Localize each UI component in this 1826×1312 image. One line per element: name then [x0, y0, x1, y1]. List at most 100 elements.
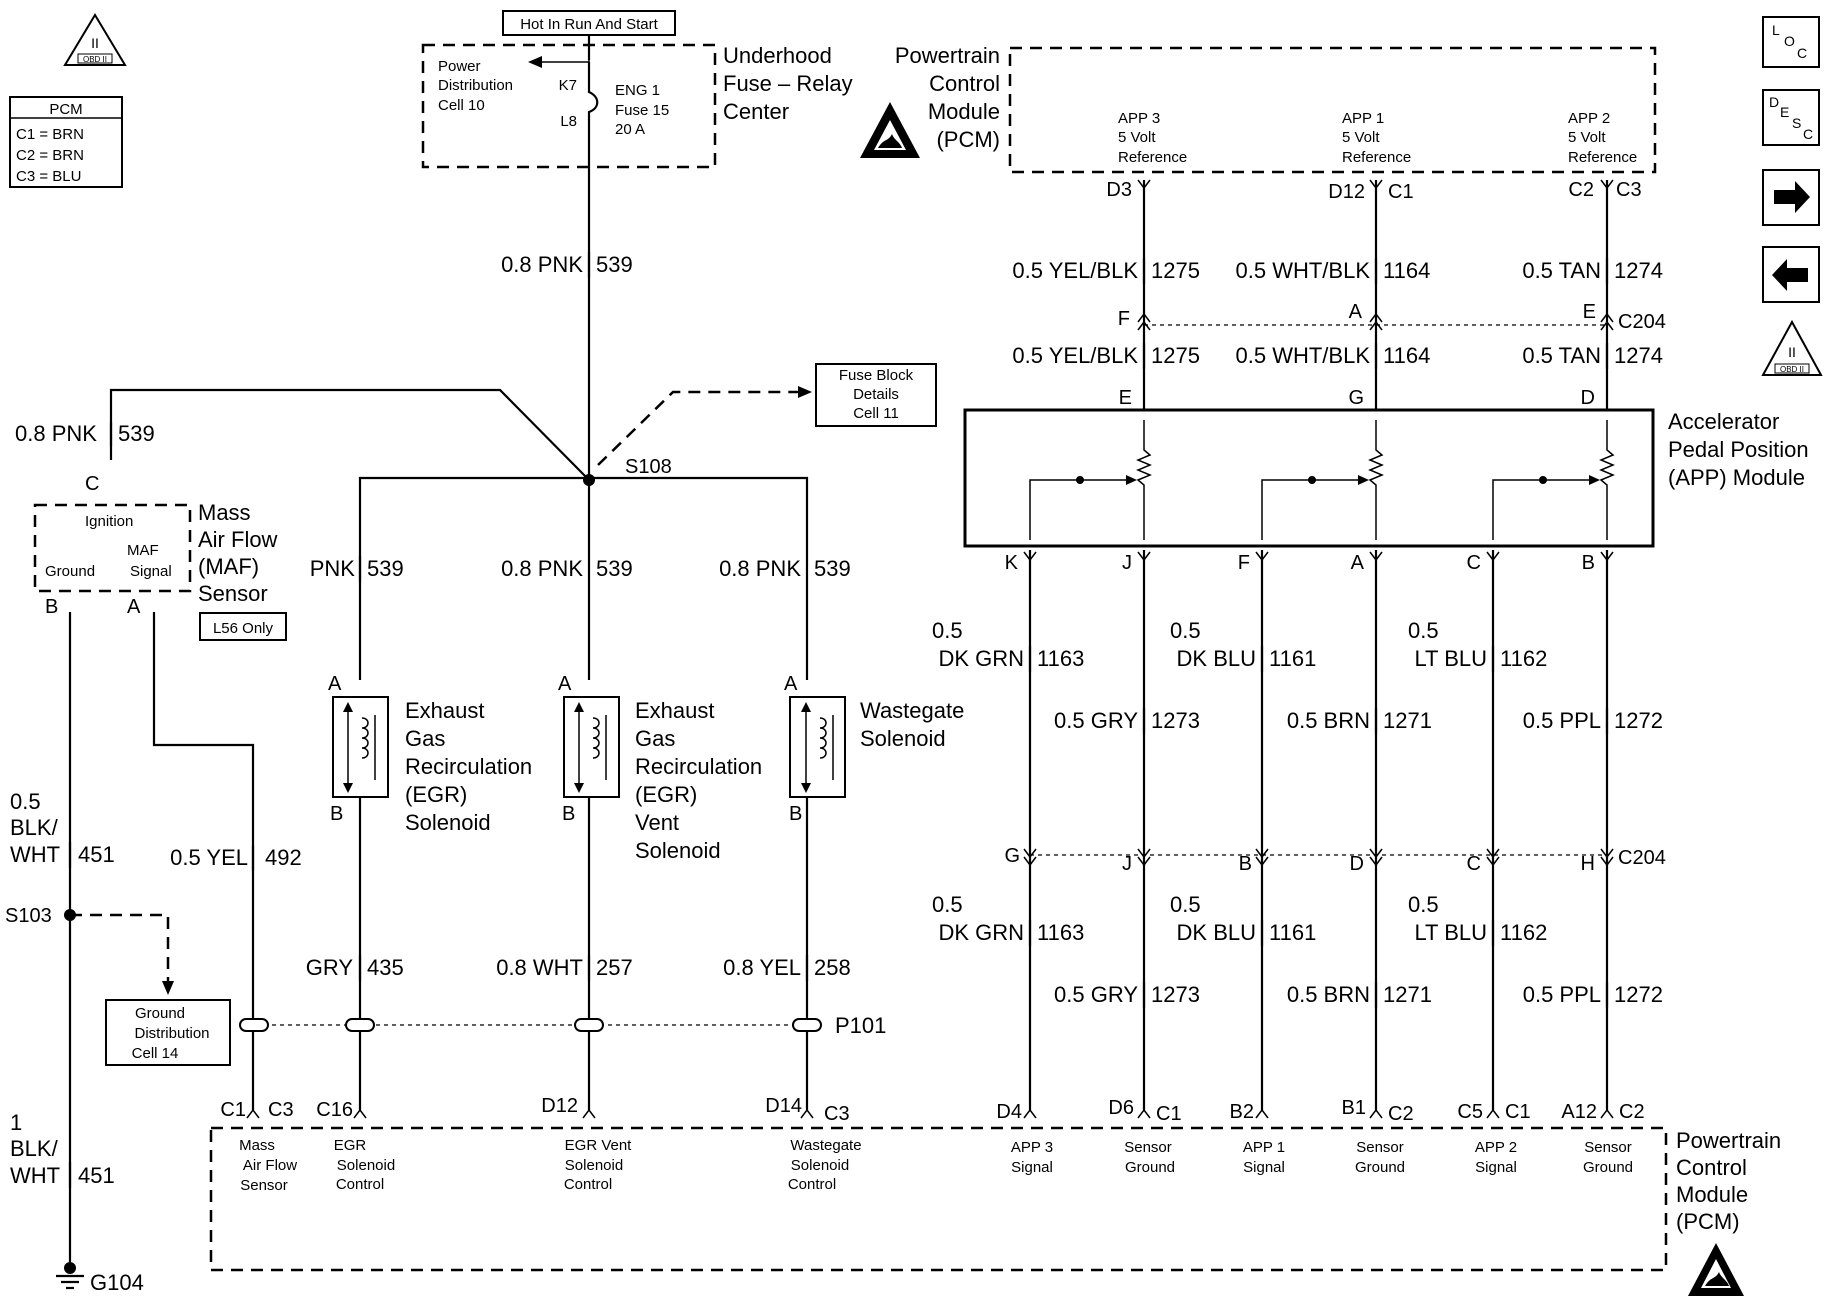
potentiometer-icon: [1261, 420, 1384, 540]
svg-text:G104: G104: [90, 1270, 144, 1295]
svg-text:0.8 PNK: 0.8 PNK: [719, 556, 801, 581]
svg-text:Control: Control: [788, 1176, 836, 1193]
svg-text:Mass: Mass: [239, 1137, 275, 1154]
svg-text:1161: 1161: [1269, 646, 1316, 671]
next-page-button[interactable]: [1762, 169, 1820, 226]
loc-button[interactable]: L O C: [1762, 16, 1820, 68]
l56-only-badge: L56 Only: [199, 612, 287, 641]
prev-page-button[interactable]: [1762, 246, 1820, 303]
svg-text:DK BLU: DK BLU: [1177, 646, 1256, 671]
ground-distribution-ref[interactable]: Ground Distribution Cell 14: [105, 999, 231, 1066]
svg-text:Signal: Signal: [1011, 1159, 1053, 1176]
svg-text:J: J: [1122, 853, 1132, 875]
svg-text:A: A: [328, 673, 342, 695]
svg-text:E: E: [1780, 104, 1789, 120]
svg-text:C3: C3: [1616, 179, 1642, 201]
svg-text:1274: 1274: [1614, 343, 1663, 368]
svg-text:539: 539: [596, 556, 633, 581]
svg-text:S103: S103: [5, 905, 52, 927]
svg-text:B: B: [789, 803, 802, 825]
svg-text:C1: C1: [220, 1099, 246, 1121]
svg-text:Solenoid: Solenoid: [860, 726, 946, 751]
svg-text:B2: B2: [1230, 1101, 1254, 1123]
svg-text:Sensor: Sensor: [1356, 1139, 1404, 1156]
svg-text:B: B: [330, 803, 343, 825]
svg-text:Control: Control: [929, 71, 1000, 96]
svg-text:Powertrain: Powertrain: [1676, 1128, 1781, 1153]
svg-text:L: L: [1772, 22, 1780, 38]
svg-text:Exhaust: Exhaust: [635, 698, 715, 723]
svg-text:D: D: [1769, 94, 1779, 110]
svg-text:II: II: [1788, 344, 1796, 360]
svg-text:G: G: [1004, 845, 1020, 867]
svg-text:Distribution: Distribution: [438, 77, 513, 94]
svg-text:K: K: [1005, 552, 1019, 574]
svg-text:BLK/: BLK/: [10, 815, 59, 840]
svg-text:Air Flow: Air Flow: [198, 527, 278, 552]
svg-text:C: C: [85, 473, 99, 495]
svg-text:C: C: [1467, 853, 1481, 875]
desc-button[interactable]: D E S C: [1762, 89, 1820, 146]
svg-text:0.5: 0.5: [932, 618, 963, 643]
svg-text:1272: 1272: [1614, 982, 1663, 1007]
svg-text:1273: 1273: [1151, 982, 1200, 1007]
svg-text:D: D: [1350, 853, 1364, 875]
svg-text:Vent: Vent: [635, 810, 679, 835]
coil-icon: [592, 715, 607, 780]
svg-text:0.8 WHT: 0.8 WHT: [496, 955, 583, 980]
pcm-module-top: APP 3 5 Volt Reference APP 1 5 Volt Refe…: [1008, 46, 1657, 174]
svg-text:DK BLU: DK BLU: [1177, 920, 1256, 945]
svg-text:BLK/: BLK/: [10, 1136, 59, 1161]
fuse-block-details-ref[interactable]: Fuse Block Details Cell 11: [815, 363, 937, 427]
esd-warning-icon: [860, 102, 920, 158]
svg-text:Control: Control: [1676, 1155, 1747, 1180]
pcm-bottom-pin-marks: [246, 1108, 1614, 1119]
svg-text:0.5 WHT/BLK: 0.5 WHT/BLK: [1236, 343, 1371, 368]
svg-text:C204: C204: [1618, 311, 1666, 333]
svg-text:A12: A12: [1561, 1101, 1597, 1123]
svg-text:ENG 1: ENG 1: [615, 82, 660, 99]
svg-text:Mass: Mass: [198, 500, 251, 525]
svg-text:C16: C16: [316, 1099, 353, 1121]
svg-text:Exhaust: Exhaust: [405, 698, 485, 723]
egr-vent-solenoid: A B: [558, 673, 620, 825]
svg-text:Sensor: Sensor: [1584, 1139, 1632, 1156]
svg-text:0.5 BRN: 0.5 BRN: [1287, 982, 1370, 1007]
svg-text:Reference: Reference: [1568, 149, 1637, 166]
svg-text:APP 2: APP 2: [1568, 110, 1610, 127]
svg-text:20 A: 20 A: [615, 121, 645, 138]
svg-text:1162: 1162: [1500, 920, 1547, 945]
svg-text:1162: 1162: [1500, 646, 1547, 671]
svg-text:Recirculation: Recirculation: [635, 754, 762, 779]
app-wires: [1023, 550, 1614, 1110]
svg-text:C: C: [1467, 552, 1481, 574]
obd-ii-icon-right: II OBD II: [1761, 319, 1823, 376]
svg-text:PCM: PCM: [49, 101, 82, 118]
svg-text:0.8 PNK: 0.8 PNK: [15, 421, 97, 446]
svg-text:1163: 1163: [1037, 920, 1084, 945]
svg-text:A: A: [1351, 552, 1365, 574]
svg-text:0.5: 0.5: [932, 892, 963, 917]
svg-text:1272: 1272: [1614, 708, 1663, 733]
svg-text:Sensor: Sensor: [1124, 1139, 1172, 1156]
svg-text:Solenoid: Solenoid: [337, 1157, 395, 1174]
svg-text:A: A: [558, 673, 572, 695]
svg-text:Powertrain: Powertrain: [895, 43, 1000, 68]
svg-text:0.5: 0.5: [1170, 892, 1201, 917]
svg-text:451: 451: [78, 1163, 115, 1188]
svg-text:II: II: [91, 35, 99, 51]
svg-text:B: B: [45, 596, 58, 618]
svg-text:Solenoid: Solenoid: [791, 1157, 849, 1174]
svg-text:C2: C2: [1568, 179, 1594, 201]
svg-text:0.5: 0.5: [1170, 618, 1201, 643]
svg-text:Control: Control: [564, 1176, 612, 1193]
svg-text:APP 2: APP 2: [1475, 1139, 1517, 1156]
svg-text:5 Volt: 5 Volt: [1568, 129, 1606, 146]
pcm-module-bottom: Mass Air Flow Sensor EGR Solenoid Contro…: [209, 1126, 1668, 1272]
svg-text:LT BLU: LT BLU: [1414, 920, 1487, 945]
svg-text:0.5 GRY: 0.5 GRY: [1054, 708, 1138, 733]
egr-solenoid: A B: [328, 673, 389, 825]
svg-text:D14: D14: [765, 1095, 802, 1117]
svg-text:0.8 YEL: 0.8 YEL: [723, 955, 801, 980]
